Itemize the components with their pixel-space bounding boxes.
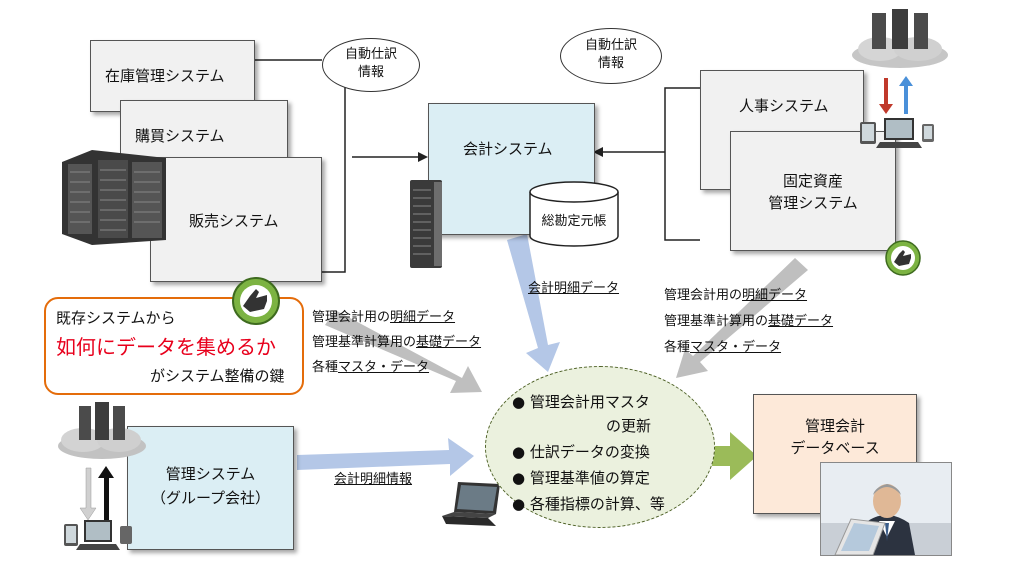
process-item-3: ● 管理基準値の算定 <box>512 469 650 487</box>
arrow-up-cloud-right <box>899 76 913 114</box>
group-management-system-box: 管理システム （グループ会社） <box>127 426 294 550</box>
process-item-1b: の更新 <box>606 417 652 435</box>
general-ledger-label: 総勘定元帳 <box>541 214 607 229</box>
fixed-asset-system-box: 固定資産 管理システム <box>730 131 896 251</box>
center-flow-label: 会計明細データ <box>528 281 620 296</box>
auto-journal-bubble-right: 自動仕訳 情報 <box>560 28 662 84</box>
process-item-2: ● 仕訳データの変換 <box>512 443 650 461</box>
line-right-bracket <box>664 87 700 241</box>
processing-ellipse: ● 管理会計用マスタ の更新 ● 仕訳データの変換 ● 管理基準値の算定 ● 各… <box>485 366 715 528</box>
businessman-photo <box>820 462 952 556</box>
group-flow-label: 会計明細情報 <box>334 472 413 487</box>
arrow-left-to-process <box>325 310 482 393</box>
arrow-down-cloud-right <box>879 78 893 114</box>
process-item-1: ● 管理会計用マスタ <box>512 393 650 411</box>
right-flow-label-2: 管理基準計算用の基礎データ <box>664 314 834 329</box>
devices-left-icon <box>62 518 134 552</box>
general-ledger-cylinder: 総勘定元帳 <box>528 180 620 248</box>
fixed-asset-label-2: 管理システム <box>768 194 858 212</box>
accounting-system-label: 会計システム <box>463 140 553 158</box>
right-flow-label-1: 管理会計用の明細データ <box>664 288 808 303</box>
fixed-asset-label-1: 固定資産 <box>782 172 843 190</box>
bubble-right-line1: 自動仕訳 <box>584 38 637 53</box>
pointing-hand-left-icon <box>231 276 281 326</box>
callout-line1: 既存システムから <box>56 309 176 327</box>
sales-system-box: 販売システム <box>150 157 322 282</box>
arrowhead-left-to-accounting <box>418 152 428 162</box>
arrow-right-to-process <box>676 258 808 378</box>
laptop-icon <box>440 480 506 528</box>
cloud-servers-right-icon <box>850 5 950 70</box>
right-flow-label-3: 各種マスタ・データ <box>664 340 782 355</box>
arrow-down-cloud-left <box>79 467 97 521</box>
cloud-servers-left-icon <box>55 400 150 462</box>
bubble-left-line2: 情報 <box>357 65 384 80</box>
callout-line2: 如何にデータを集めるか <box>56 335 276 359</box>
bubble-left-line1: 自動仕訳 <box>344 47 397 62</box>
arrow-group-to-process <box>297 438 474 476</box>
arrow-accounting-to-process <box>507 234 560 372</box>
hr-system-label: 人事システム <box>739 97 829 115</box>
arrow-up-cloud-left <box>98 466 114 520</box>
db-label-1: 管理会計 <box>804 417 865 435</box>
devices-right-icon <box>858 116 938 152</box>
arrowhead-right-to-accounting <box>593 147 603 157</box>
group-system-label-2: （グループ会社） <box>150 489 271 507</box>
accounting-system-box: 会計システム <box>428 103 595 235</box>
arrow-process-to-db <box>705 432 757 480</box>
line-left-bracket <box>322 85 346 273</box>
db-label-2: データベース <box>790 439 880 457</box>
process-item-4: ● 各種指標の計算、等 <box>512 495 665 513</box>
pointing-hand-right-icon <box>885 240 921 276</box>
left-flow-label-3: 各種マスタ・データ <box>312 360 430 375</box>
group-system-label-1: 管理システム <box>165 465 256 483</box>
left-flow-label-2: 管理基準計算用の基礎データ <box>312 335 482 350</box>
server-rack-left-icon <box>62 150 166 245</box>
auto-journal-bubble-left: 自動仕訳 情報 <box>322 38 420 92</box>
purchasing-system-label: 購買システム <box>135 127 225 145</box>
accounting-server-icon <box>408 178 446 270</box>
sales-system-label: 販売システム <box>189 212 279 230</box>
callout-line3: がシステム整備の鍵 <box>150 367 285 385</box>
left-flow-label-1: 管理会計用の明細データ <box>312 310 456 325</box>
bubble-right-line2: 情報 <box>597 56 624 71</box>
inventory-system-label: 在庫管理システム <box>105 67 225 85</box>
